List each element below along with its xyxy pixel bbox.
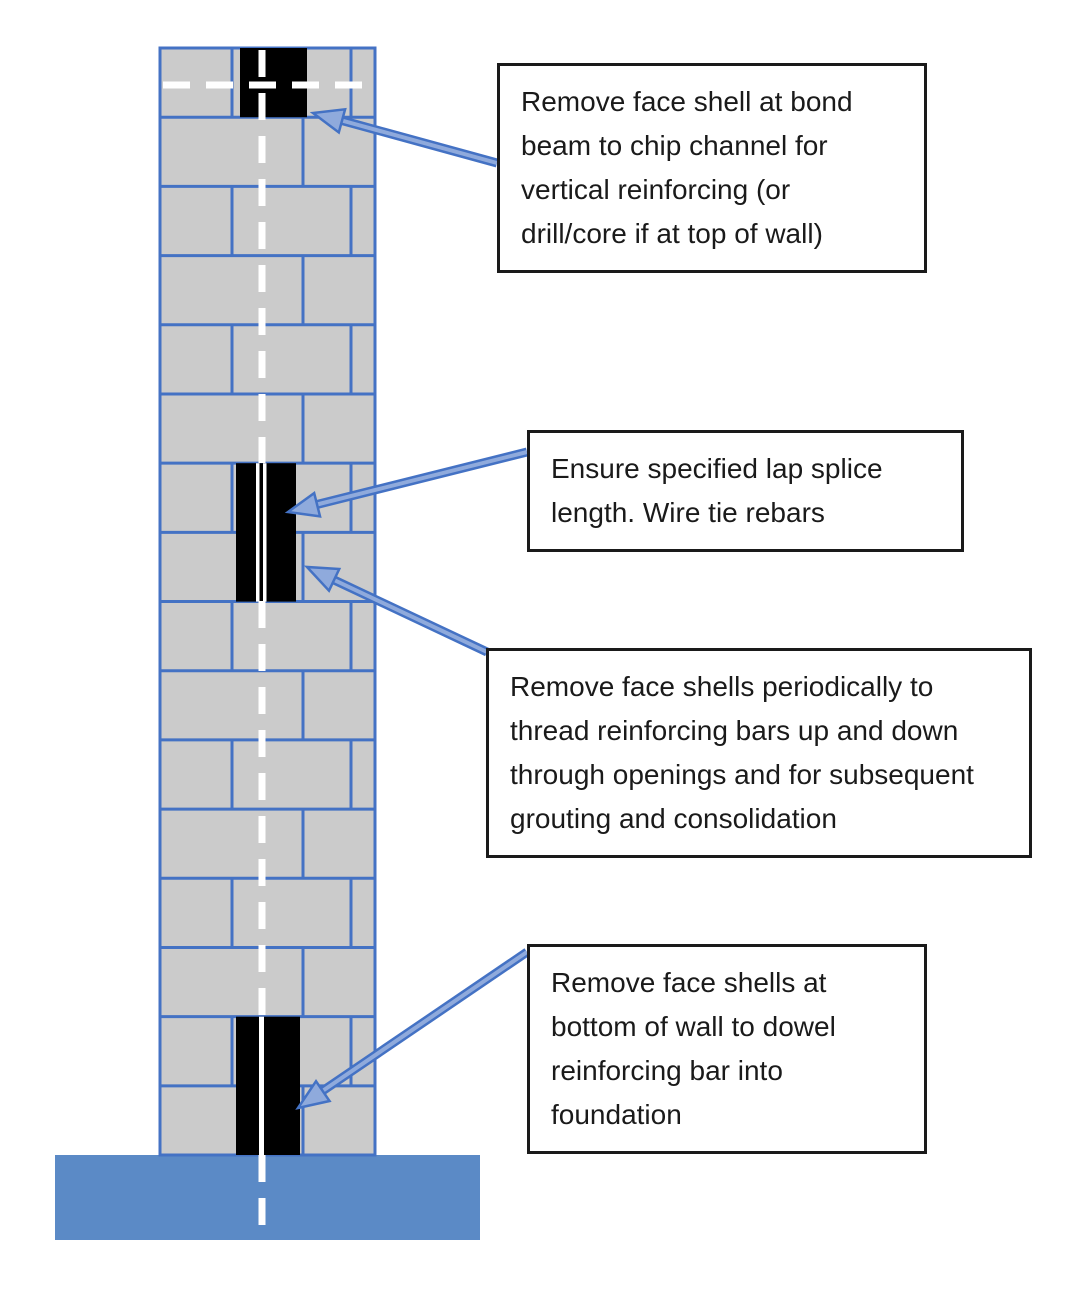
rebar-lap-splice-right bbox=[263, 463, 267, 602]
arrowhead-icon bbox=[284, 490, 322, 518]
arrow-bond-beam bbox=[309, 107, 499, 168]
arrowhead-icon bbox=[295, 1078, 332, 1110]
foundation bbox=[55, 1155, 480, 1240]
arrow-lap-splice bbox=[284, 447, 529, 518]
arrowhead-icon bbox=[303, 565, 342, 593]
arrow-dowel bbox=[295, 948, 530, 1110]
callout-face-shells: Remove face shells periodically to threa… bbox=[486, 648, 1032, 858]
rebar-dowel bbox=[259, 1016, 264, 1155]
callout-dowel-text: Remove face shells at bottom of wall to … bbox=[551, 967, 836, 1130]
callout-face-shells-text: Remove face shells periodically to threa… bbox=[510, 671, 974, 834]
callout-bond-beam-text: Remove face shell at bond beam to chip c… bbox=[521, 86, 853, 249]
arrowhead-icon bbox=[309, 107, 347, 135]
callout-lap-splice: Ensure specified lap splice length. Wire… bbox=[527, 430, 964, 552]
callout-lap-splice-text: Ensure specified lap splice length. Wire… bbox=[551, 453, 883, 528]
opening-dowel bbox=[236, 1016, 300, 1155]
arrow-face-shells bbox=[303, 565, 489, 657]
callout-dowel: Remove face shells at bottom of wall to … bbox=[527, 944, 927, 1154]
callout-bond-beam: Remove face shell at bond beam to chip c… bbox=[497, 63, 927, 273]
rebar-lap-splice-left bbox=[256, 463, 260, 602]
